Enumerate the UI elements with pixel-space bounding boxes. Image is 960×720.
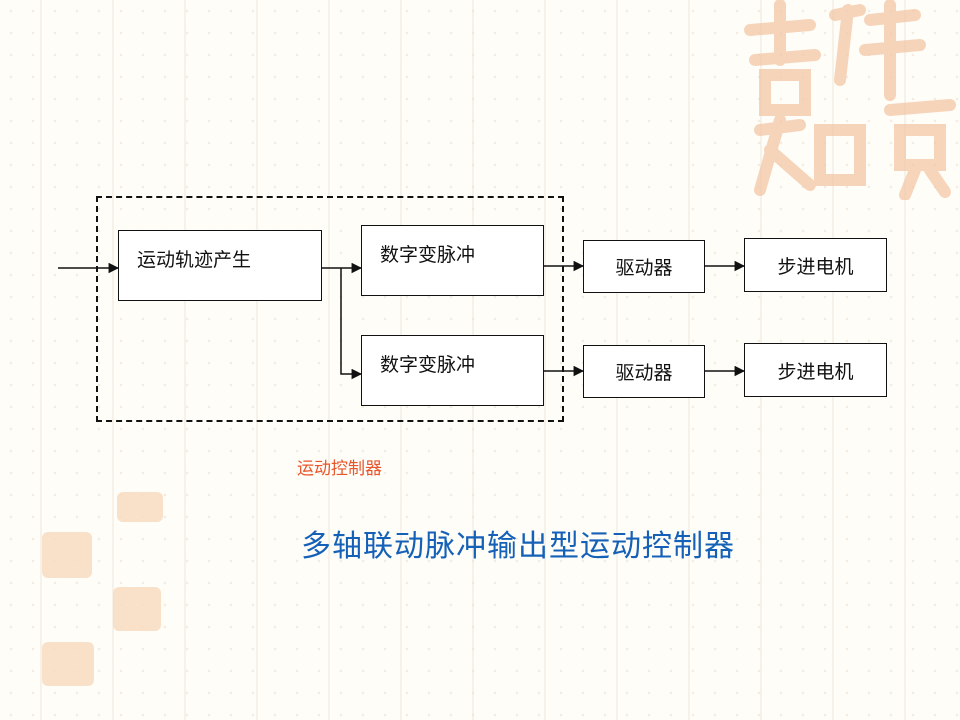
driver-box-2-label: 驱动器 — [615, 362, 673, 384]
driver-box-1: 驱动器 — [583, 240, 705, 293]
branch-to-pulse2-arrow — [340, 268, 363, 380]
seal-decoration — [117, 492, 163, 522]
driver-box-2: 驱动器 — [583, 345, 705, 398]
slide-title: 多轴联动脉冲输出型运动控制器 — [301, 529, 735, 564]
seal-decoration — [42, 642, 94, 686]
trajectory-generation-box: 运动轨迹产生 — [118, 230, 322, 301]
seal-decoration — [42, 532, 92, 578]
stepper-motor-box-2: 步进电机 — [744, 343, 887, 397]
driver-box-1-label: 驱动器 — [615, 257, 673, 279]
controller-boundary — [96, 196, 564, 422]
motor-box-2-label: 步进电机 — [777, 360, 854, 383]
seal-decoration — [113, 587, 161, 631]
pulse-box-2-label: 数字变脉冲 — [380, 354, 476, 376]
calligraphy-decoration — [744, 0, 956, 200]
motor-box-1-label: 步进电机 — [777, 255, 854, 278]
controller-label: 运动控制器 — [297, 459, 382, 479]
pulse-conversion-box-1: 数字变脉冲 — [361, 225, 544, 296]
pulse-conversion-box-2: 数字变脉冲 — [361, 335, 544, 406]
stepper-motor-box-1: 步进电机 — [744, 238, 887, 292]
trajectory-box-label: 运动轨迹产生 — [137, 249, 252, 271]
pulse-box-1-label: 数字变脉冲 — [380, 244, 476, 266]
